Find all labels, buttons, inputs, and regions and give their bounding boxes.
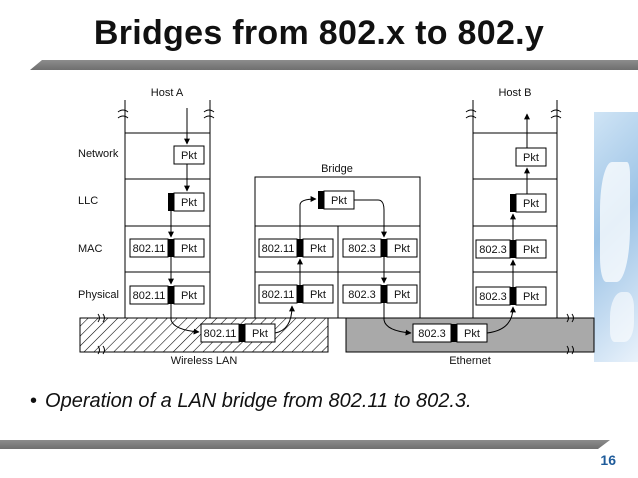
packet-label: Pkt bbox=[394, 289, 410, 301]
host-b-mac-llc-header bbox=[510, 240, 516, 258]
footer-bar bbox=[0, 440, 610, 449]
packet-label: Pkt bbox=[523, 291, 539, 303]
packet-label: Pkt bbox=[252, 328, 268, 340]
host-a-phy-llc-header bbox=[168, 286, 174, 304]
bridge-label: Bridge bbox=[321, 163, 353, 175]
ethernet-header-label: 802.3 bbox=[418, 328, 446, 340]
wireless-medium-llc-header bbox=[239, 324, 245, 342]
bullet-dot-icon: • bbox=[30, 390, 37, 412]
packet-label: Pkt bbox=[523, 244, 539, 256]
host-b-label: Host B bbox=[498, 87, 531, 99]
wireless-header-label: 802.11 bbox=[133, 290, 166, 302]
wireless-header-label: 802.11 bbox=[204, 328, 237, 340]
host-b-llc-header bbox=[510, 194, 516, 212]
packet-label: Pkt bbox=[181, 150, 197, 162]
packet-label: Pkt bbox=[181, 197, 197, 209]
bridge-llc-header bbox=[318, 191, 324, 209]
packet-label: Pkt bbox=[331, 195, 347, 207]
ethernet-label: Ethernet bbox=[449, 355, 491, 367]
packet-label: Pkt bbox=[310, 289, 326, 301]
wireless-lan-label: Wireless LAN bbox=[171, 355, 238, 367]
bridge-phy-ethernet-llc-header bbox=[381, 285, 387, 303]
bullet-point: • Operation of a LAN bridge from 802.11 t… bbox=[30, 390, 472, 413]
host-a-label: Host A bbox=[151, 87, 184, 99]
ethernet-medium-llc-header bbox=[451, 324, 457, 342]
wireless-header-label: 802.11 bbox=[262, 289, 295, 301]
layer-label-llc: LLC bbox=[78, 195, 98, 207]
packet-label: Pkt bbox=[464, 328, 480, 340]
ethernet-header-label: 802.3 bbox=[479, 291, 507, 303]
layer-label-network: Network bbox=[78, 148, 119, 160]
bridge-mac-ethernet-llc-header bbox=[381, 239, 387, 257]
wireless-header-label: 802.11 bbox=[262, 243, 295, 255]
host-a-llc-header bbox=[168, 193, 174, 211]
packet-label: Pkt bbox=[310, 243, 326, 255]
packet-label: Pkt bbox=[181, 243, 197, 255]
layer-label-physical: Physical bbox=[78, 289, 119, 301]
ethernet-header-label: 802.3 bbox=[348, 289, 376, 301]
bridge-mac-wireless-llc-header bbox=[297, 239, 303, 257]
ethernet-header-label: 802.3 bbox=[479, 244, 507, 256]
packet-label: Pkt bbox=[523, 198, 539, 210]
wireless-header-label: 802.11 bbox=[133, 243, 166, 255]
packet-label: Pkt bbox=[181, 290, 197, 302]
page-number: 16 bbox=[600, 452, 616, 468]
bullet-text: Operation of a LAN bridge from 802.11 to… bbox=[45, 390, 472, 412]
host-b-phy-llc-header bbox=[510, 287, 516, 305]
layer-label-mac: MAC bbox=[78, 243, 103, 255]
ethernet-header-label: 802.3 bbox=[348, 243, 376, 255]
packet-label: Pkt bbox=[523, 152, 539, 164]
packet-label: Pkt bbox=[394, 243, 410, 255]
bridge-phy-wireless-llc-header bbox=[297, 285, 303, 303]
host-a-mac-llc-header bbox=[168, 239, 174, 257]
